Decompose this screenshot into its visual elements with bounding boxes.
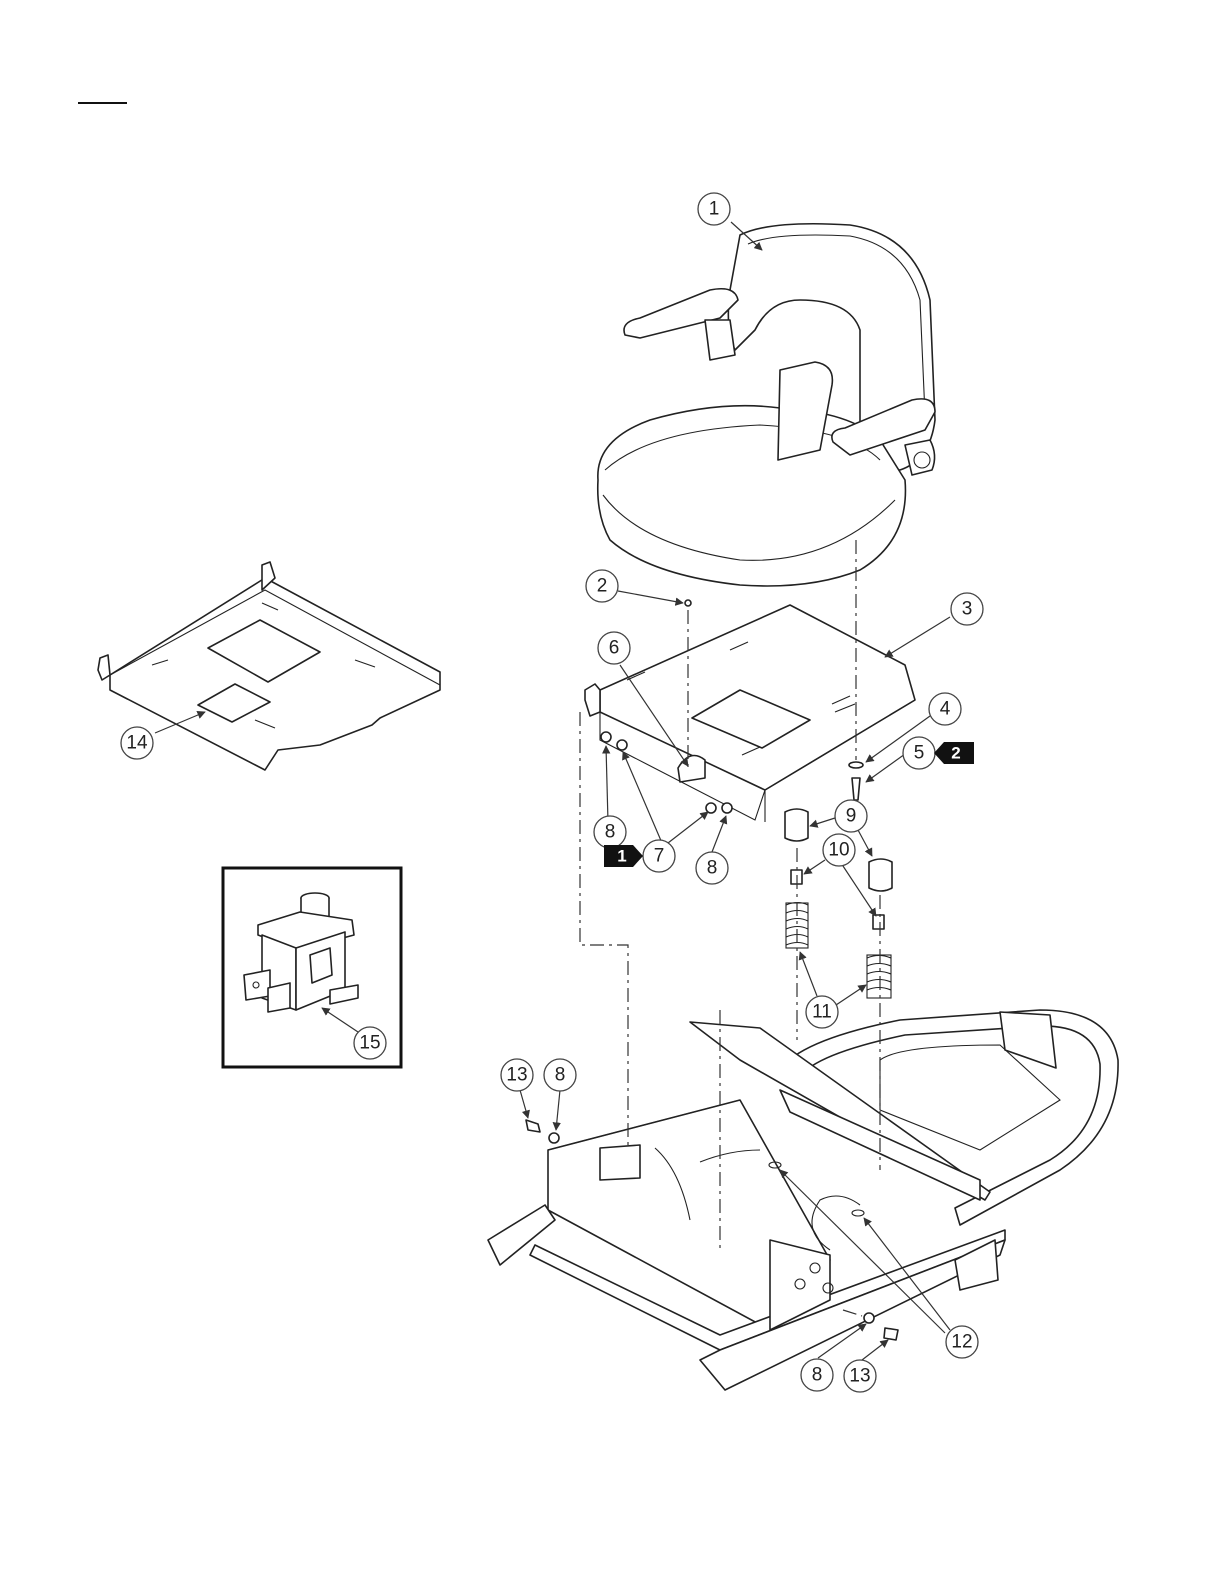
- callout-label: 13: [849, 1366, 870, 1387]
- note-flag-2: 2: [934, 742, 974, 764]
- callout-label: 15: [359, 1033, 380, 1054]
- callout-8-right: 8: [696, 852, 728, 884]
- callout-label: 12: [951, 1332, 972, 1353]
- callout-label: 1: [709, 199, 720, 220]
- flag-label: 1: [617, 847, 626, 866]
- callout-9: 9: [835, 800, 867, 832]
- callout-8-frame-left: 8: [544, 1059, 576, 1091]
- frame-assembly: [488, 1010, 1118, 1390]
- callout-4: 4: [929, 693, 961, 725]
- callout-label: 13: [506, 1065, 527, 1086]
- callout-label: 8: [605, 822, 616, 843]
- callout-label: 10: [828, 840, 849, 861]
- callout-13-left: 13: [501, 1059, 533, 1091]
- callout-13-right: 13: [844, 1360, 876, 1392]
- callout-6: 6: [598, 632, 630, 664]
- callout-10: 10: [823, 834, 855, 866]
- callout-label: 8: [812, 1365, 823, 1386]
- callout-11: 11: [806, 996, 838, 1028]
- callout-7: 7: [643, 840, 675, 872]
- callout-label: 7: [654, 846, 665, 867]
- callout-8-left: 8: [594, 816, 626, 848]
- callout-1: 1: [698, 193, 730, 225]
- callout-12: 12: [946, 1326, 978, 1358]
- callout-label: 5: [914, 743, 925, 764]
- callout-14: 14: [121, 727, 153, 759]
- note-flag-1: 1: [604, 845, 643, 867]
- callout-label: 8: [707, 858, 718, 879]
- callout-label: 9: [846, 806, 857, 827]
- callout-label: 14: [126, 733, 148, 754]
- callout-label: 2: [597, 576, 608, 597]
- callout-3: 3: [951, 593, 983, 625]
- callout-5: 5: [903, 737, 935, 769]
- seat-part: [598, 224, 935, 586]
- callout-label: 4: [940, 699, 951, 720]
- callout-15: 15: [354, 1027, 386, 1059]
- callout-label: 6: [609, 638, 620, 659]
- flag-label: 2: [951, 744, 960, 763]
- callout-8-frame-right: 8: [801, 1359, 833, 1391]
- callout-label: 8: [555, 1065, 566, 1086]
- callout-label: 3: [962, 599, 973, 620]
- callout-label: 11: [812, 1002, 832, 1023]
- callout-2: 2: [586, 570, 618, 602]
- seat-pan-part: [585, 605, 915, 822]
